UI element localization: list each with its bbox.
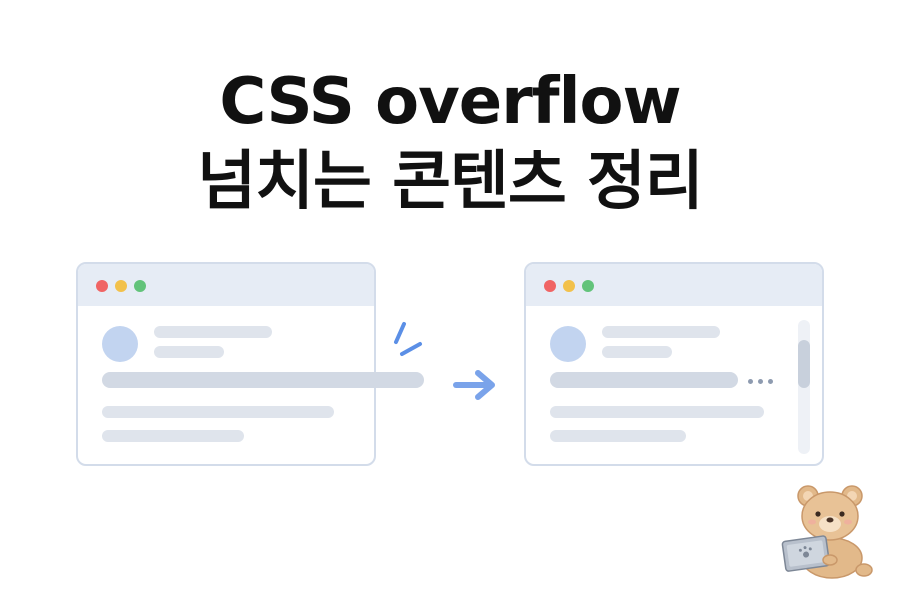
- overflow-burst-icon: [394, 322, 422, 356]
- ellipsis-dot-icon: [768, 379, 773, 384]
- window-titlebar: [526, 264, 822, 306]
- clipped-content-line: [550, 372, 738, 388]
- ellipsis-dot-icon: [758, 379, 763, 384]
- bear-mascot-icon: [781, 485, 873, 579]
- content-placeholder-line: [550, 430, 686, 442]
- name-placeholder-line: [602, 326, 720, 338]
- subtitle-placeholder-line: [154, 346, 224, 358]
- title-line-2: 넘치는 콘텐츠 정리: [197, 145, 704, 219]
- subtitle-placeholder-line: [602, 346, 672, 358]
- overflowing-content-line: [102, 372, 424, 388]
- clipped-browser-window: [524, 262, 824, 466]
- arrow-right-icon: [453, 370, 495, 400]
- scrollbar-track: [798, 320, 810, 454]
- ellipsis-dot-icon: [748, 379, 753, 384]
- close-dot-icon: [96, 280, 108, 292]
- minimize-dot-icon: [115, 280, 127, 292]
- content-placeholder-line: [102, 430, 244, 442]
- close-dot-icon: [544, 280, 556, 292]
- avatar-placeholder: [102, 326, 138, 362]
- maximize-dot-icon: [134, 280, 146, 292]
- content-placeholder-line: [102, 406, 334, 418]
- content-placeholder-line: [550, 406, 764, 418]
- title-line-1: CSS overflow: [219, 65, 681, 139]
- window-titlebar: [78, 264, 374, 306]
- scrollbar-thumb: [798, 340, 810, 388]
- name-placeholder-line: [154, 326, 272, 338]
- minimize-dot-icon: [563, 280, 575, 292]
- maximize-dot-icon: [582, 280, 594, 292]
- overflow-browser-window: [76, 262, 424, 466]
- avatar-placeholder: [550, 326, 586, 362]
